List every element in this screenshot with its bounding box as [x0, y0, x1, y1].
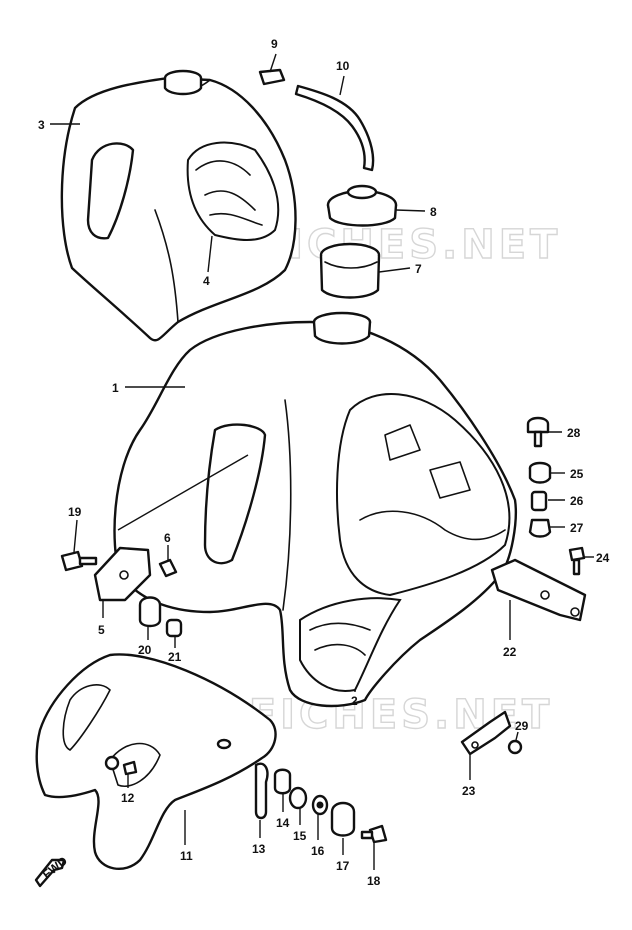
fwd-arrow-icon: FWD: [34, 854, 70, 888]
collar-part-14: [273, 768, 292, 795]
callout-1: 1: [112, 381, 119, 395]
nut-part-29: [507, 739, 523, 755]
callout-26: 26: [570, 494, 584, 508]
decal-dr-large: [336, 393, 511, 597]
callout-29: 29: [515, 719, 529, 733]
callout-18: 18: [367, 874, 381, 888]
breather-hose-part-10: [294, 84, 375, 172]
leader-lines: [50, 53, 594, 870]
callout-5: 5: [98, 623, 105, 637]
breather-hose-assembly: [258, 68, 398, 299]
callout-21: 21: [168, 650, 182, 664]
tank-cover-part-3: [60, 69, 297, 342]
fwd-label: FWD: [40, 854, 70, 882]
hardware-bracket-lower: [460, 710, 523, 756]
side-shroud-part-11: [35, 653, 277, 870]
callout-7: 7: [415, 262, 422, 276]
clip-part-13: [254, 762, 269, 820]
bolt-part-24: [568, 546, 586, 562]
bolt-part-6: [158, 558, 178, 578]
callout-12: 12: [121, 791, 135, 805]
fuel-tank-part-1: [113, 311, 517, 708]
callout-2: 2: [351, 694, 358, 708]
collar-part-26: [530, 490, 548, 512]
callout-8: 8: [430, 205, 437, 219]
hardware-left: [60, 546, 183, 638]
callout-6: 6: [164, 531, 171, 545]
callout-11: 11: [180, 849, 193, 863]
callout-20: 20: [138, 643, 152, 657]
bolt-part-19: [60, 550, 84, 572]
callout-19: 19: [68, 505, 82, 519]
callout-3: 3: [38, 118, 45, 132]
callout-27: 27: [570, 521, 584, 535]
callout-17: 17: [336, 859, 350, 873]
cushion-part-20: [138, 596, 162, 628]
washer-part-15: [288, 786, 308, 810]
hose-clip-part-9: [258, 68, 286, 86]
callout-14: 14: [276, 816, 290, 830]
callout-24: 24: [596, 551, 610, 565]
bracket-part-23: [460, 710, 512, 756]
callout-13: 13: [252, 842, 266, 856]
callout-4: 4: [203, 274, 210, 288]
callout-9: 9: [271, 37, 278, 51]
callout-15: 15: [293, 829, 307, 843]
bolt-part-28: [526, 416, 550, 434]
callout-23: 23: [462, 784, 476, 798]
collar-part-21: [165, 618, 183, 638]
callout-25: 25: [570, 467, 584, 481]
cushion-part-27: [528, 518, 552, 538]
callout-28: 28: [567, 426, 581, 440]
decal-stripe: [299, 597, 402, 692]
cushion-part-17: [330, 801, 356, 837]
bracket-part-5: [93, 546, 152, 602]
callout-10: 10: [336, 59, 350, 73]
tank-bracket-part-22: [490, 558, 587, 622]
hardware-bottom: [122, 760, 388, 844]
callout-16: 16: [311, 844, 325, 858]
screw-part-12: [122, 760, 138, 776]
callout-labels: 1 2 3 4 5 6 7 8 9 10 11 12 13 14 15 16 1…: [38, 37, 610, 888]
callout-22: 22: [503, 645, 517, 659]
